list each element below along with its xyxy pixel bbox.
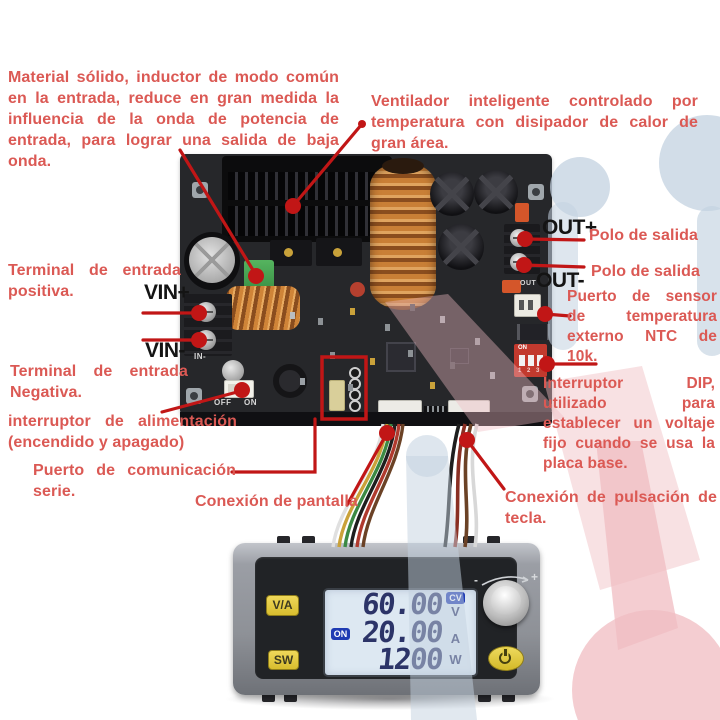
label-vin-plus: VIN+ <box>144 281 190 304</box>
label-positive-terminal: Terminal de entrada positiva. <box>8 262 181 300</box>
mounting-hole <box>522 386 538 402</box>
electrolytic-capacitor <box>474 170 518 214</box>
on-silkscreen: ON <box>244 398 257 407</box>
label-power-switch: interruptor de alimentación (encendido y… <box>8 413 237 451</box>
rotary-knob <box>483 580 529 626</box>
knob-arc <box>481 576 529 586</box>
dip-on-label: ON <box>518 345 527 351</box>
knob-plus-mark: + <box>531 570 539 584</box>
label-dip-switch: Interruptor DIP, utilizado para establec… <box>543 375 715 472</box>
label-output-pole-1: Polo de salida <box>589 227 698 244</box>
label-output-pole-2: Polo de salida <box>591 263 700 280</box>
label-ntc-port: Puerto de sensor de temperatura externo … <box>567 288 717 365</box>
power-button <box>488 646 524 671</box>
label-negative-terminal: Terminal de entrada Negativa. <box>10 363 188 401</box>
label-key-connection: Conexión de pulsación de tecla. <box>505 489 717 527</box>
ic-chip <box>450 348 469 364</box>
va-button: V/A <box>266 595 299 616</box>
label-display-connection: Conexión de pantalla <box>195 493 358 510</box>
copper-coil <box>226 286 300 330</box>
note-input-inductor: Material sólido, inductor de modo común … <box>8 69 339 170</box>
mounting-hole <box>528 184 544 200</box>
electrolytic-capacitor <box>430 172 474 216</box>
label-vin-minus: VIN- <box>145 339 186 362</box>
in-minus-silkscreen: IN- <box>194 352 207 361</box>
mcu-chip <box>386 342 416 372</box>
ntc-connector <box>514 294 541 317</box>
toroid-inductor <box>370 162 436 310</box>
out-silkscreen: OUT <box>520 280 537 287</box>
on-badge: ON <box>330 627 351 640</box>
electrolytic-capacitor <box>438 224 484 270</box>
label-serial-port: Puerto de comunicación serie. <box>33 462 236 500</box>
sw-button: SW <box>268 650 299 670</box>
round-inductor <box>273 364 307 398</box>
note-fan: Ventilador inteligente controlado por te… <box>371 93 698 152</box>
dip-numbers: 1 2 3 <box>518 368 542 374</box>
